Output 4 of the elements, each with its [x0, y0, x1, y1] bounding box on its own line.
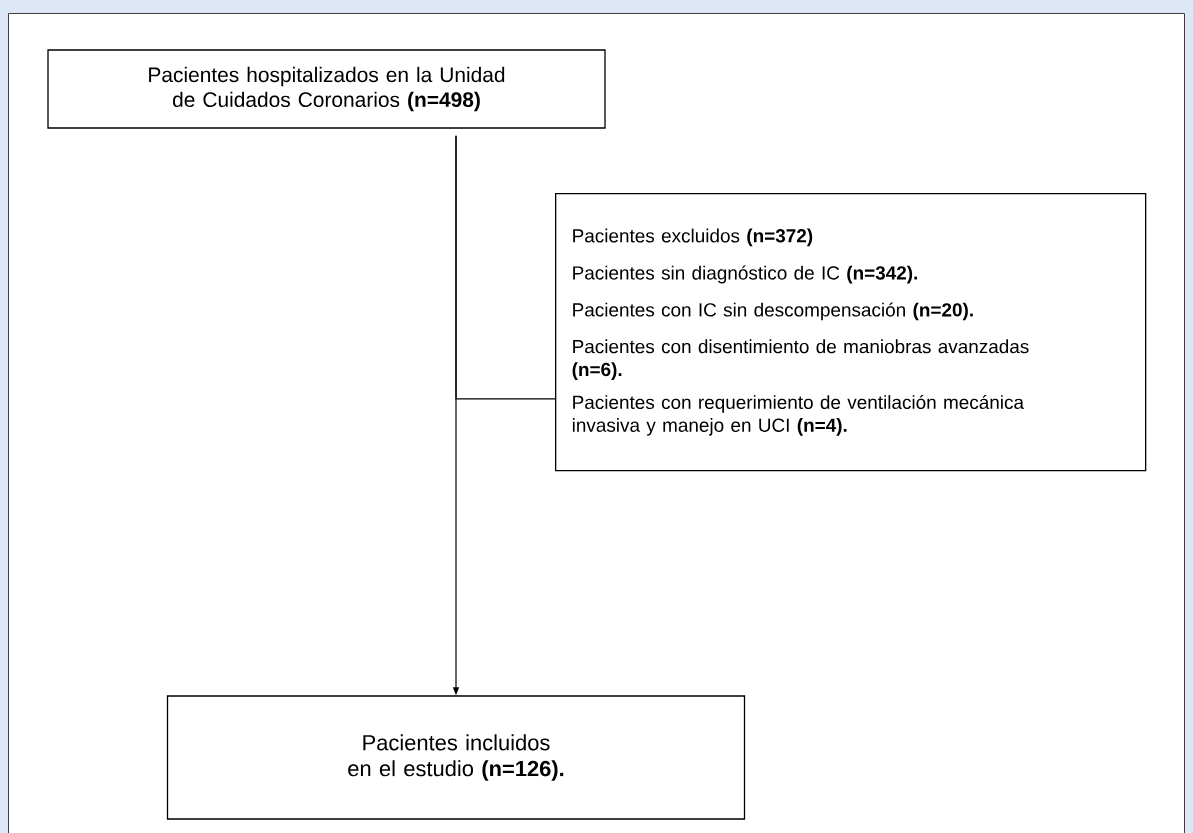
process-box: Pacientes incluidos en el estudio (n=126). [166, 695, 746, 820]
exclusion-box: Pacientes excluidos (n=372) Pacientes sin diagnóstico de IC (n=342). Pacientes con IC sin descompensación (n=20). Pacientes con disentimiento de maniobras avanzadas (n=6). Pacientes con requerimiento de ventilación mecánica invasiva y manejo en UCI (n=4). [555, 193, 1147, 472]
connector-line [455, 135, 556, 400]
process-box: Pacientes hospitalizados en la Unidad de Cuidados Coronarios (n=498) [47, 49, 606, 129]
